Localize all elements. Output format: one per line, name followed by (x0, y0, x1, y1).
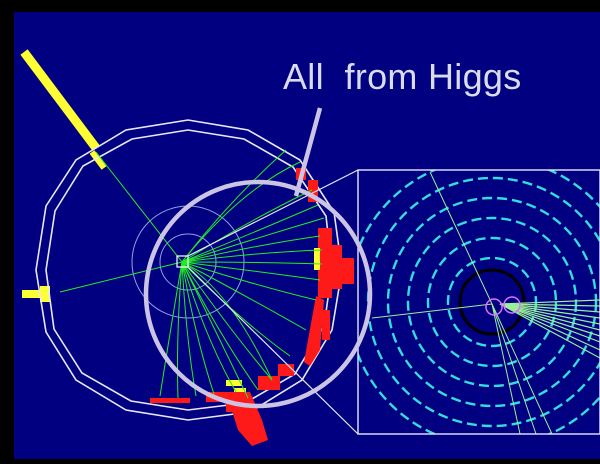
magnifier-ring (143, 179, 373, 409)
vertex-marker (176, 255, 189, 268)
charged-tracks (159, 149, 325, 399)
zoom-inset (357, 169, 600, 435)
caption-pointer (293, 107, 323, 197)
muon-hit-left (22, 286, 50, 302)
muon-hits-ring (226, 248, 320, 392)
muon-hit-upper-left (20, 49, 107, 170)
slide-caption: All from Higgs (283, 56, 522, 97)
zoom-projection-lines (187, 169, 359, 435)
straight-tracks (59, 151, 249, 399)
